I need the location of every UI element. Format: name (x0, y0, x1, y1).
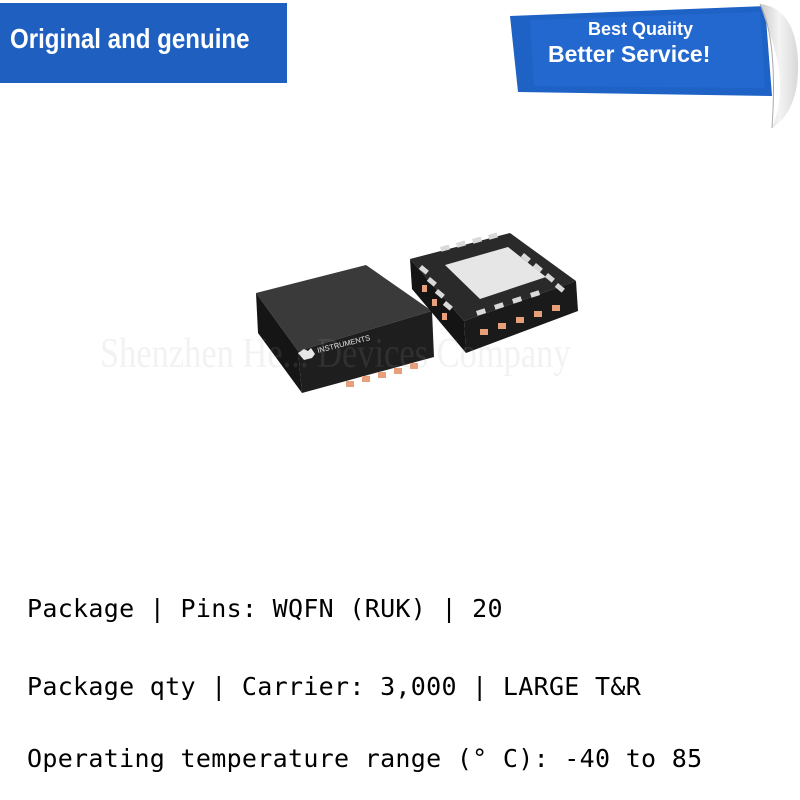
spec-operating-temperature: Operating temperature range (° C): -40 t… (27, 744, 703, 773)
banner-left-text: Original and genuine (10, 23, 250, 54)
ti-logo-icon (298, 348, 315, 360)
banner-right-line2: Better Service! (548, 41, 711, 67)
watermark-text: Shenzhen He... Devices Company (100, 331, 571, 377)
curled-banner-graphic (510, 3, 799, 129)
chip-bottom-view (410, 232, 578, 353)
spec-package-qty: Package qty | Carrier: 3,000 | LARGE T&R (27, 672, 642, 701)
chip-top-view: INSTRUMENTS (256, 265, 434, 393)
quality-service-banner: Best Quaiity Better Service! (510, 0, 800, 130)
product-image: INSTRUMENTS (240, 225, 580, 395)
original-genuine-banner: Original and genuine (0, 3, 287, 83)
banner-right-line1: Best Quaiity (588, 19, 694, 39)
spec-package-pins: Package | Pins: WQFN (RUK) | 20 (27, 594, 503, 623)
qfn-chip-illustration: INSTRUMENTS (256, 232, 578, 393)
